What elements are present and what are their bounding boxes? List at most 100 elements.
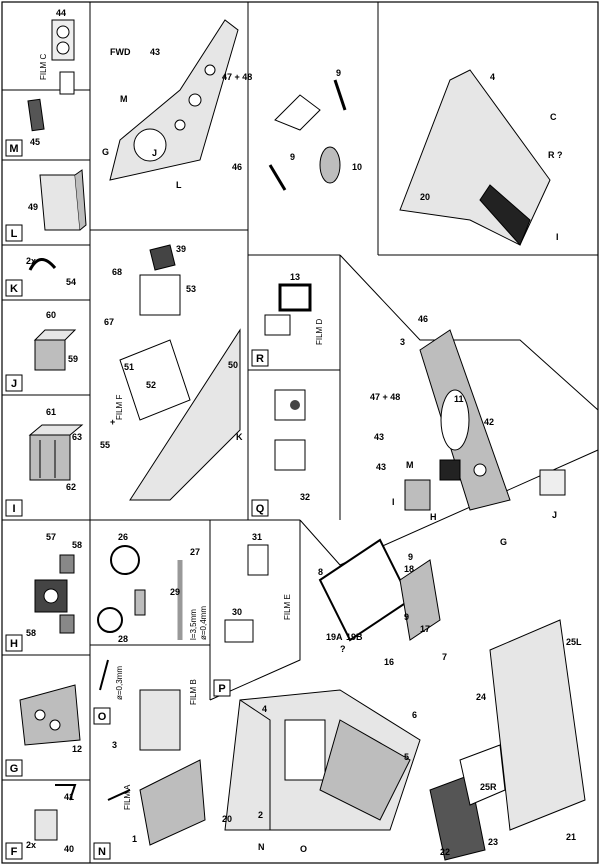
panel-4-art: 4 C R ? 20 I (399, 69, 563, 246)
part-28-label: 28 (118, 634, 128, 644)
part-6-label: 6 (412, 710, 417, 720)
section-p-art: 30 31 FILM E (224, 532, 292, 643)
section-j-art: 60 59 (33, 310, 78, 371)
part-1-label: 1 (132, 834, 137, 844)
part-46-label-mid: 46 (418, 314, 428, 324)
section-r-badge: R (251, 349, 269, 367)
panel-3-assembly: 3 46 47 + 48 43 43 42 11 M I H G J (370, 314, 566, 547)
part-19b-label: 19B (346, 632, 363, 642)
part-43-label-mid-a: 43 (374, 432, 384, 442)
section-o-letter: O (98, 711, 107, 723)
part-16-label: 16 (384, 657, 394, 667)
section-r-letter: R (256, 353, 264, 365)
section-m-art: 45 44 FILM C (27, 8, 75, 147)
part-50-label: 50 (228, 360, 238, 370)
section-n-badge: N (93, 842, 111, 860)
parts-9-10-art: 9 9 10 (268, 68, 362, 191)
part-19a-label: 19A (326, 632, 343, 642)
film-b-label: FILM B (189, 679, 198, 705)
l-callout-top: L (176, 180, 182, 190)
part-4-label: 4 (490, 72, 495, 82)
i-callout-mid: I (392, 497, 395, 507)
part-10-label: 10 (352, 162, 362, 172)
part-32-label: 32 (300, 492, 310, 502)
question-mark-label: ? (340, 644, 346, 654)
frame-panel-top: FWD 43 47 + 48 46 M G J L (102, 19, 252, 190)
o-callout: O (300, 844, 307, 854)
part-18-label: 18 (404, 564, 414, 574)
part-55-label: 55 (100, 440, 110, 450)
section-g-letter: G (10, 763, 19, 775)
part-12-label: 12 (72, 744, 82, 754)
part-9-label-c: 9 (408, 552, 413, 562)
part-44-label: 44 (56, 8, 66, 18)
h-callout-mid: H (430, 512, 437, 522)
section-h-art: 57 58 58 (26, 532, 82, 638)
part-52-label: 52 (146, 380, 156, 390)
part-30-label: 30 (232, 607, 242, 617)
section-m-letter: M (9, 143, 18, 155)
section-k-assembly: 55 + FILM F 51 52 67 68 39 53 50 K (100, 244, 243, 501)
n-callout: N (258, 842, 265, 852)
part-8-label: 8 (318, 567, 323, 577)
section-f-art: 2x 40 41 (26, 784, 77, 854)
part-57-label: 57 (46, 532, 56, 542)
m-callout-top: M (120, 94, 128, 104)
section-j-badge: J (5, 374, 23, 392)
m-callout-mid: M (406, 460, 414, 470)
k-callout: K (236, 432, 243, 442)
part-58-label-a: 58 (72, 540, 82, 550)
j-callout-top: J (152, 148, 157, 158)
rod-length-label: l=3,5mm (189, 609, 198, 640)
rod-diameter-label: ø=0,4mm (199, 606, 208, 640)
section-i-art: 61 62 63 (28, 407, 84, 492)
part-9-label-b: 9 (290, 152, 295, 162)
section-n-art: 1 3 FILM A FILM B (107, 679, 206, 846)
part-67-label: 67 (104, 317, 114, 327)
part-3-label: 3 (400, 337, 405, 347)
part-61-label: 61 (46, 407, 56, 417)
part-58-label-b: 58 (26, 628, 36, 638)
part-25r-label: 25R (480, 782, 497, 792)
part-29-label: 29 (170, 587, 180, 597)
section-m-badge: M (5, 139, 23, 157)
part-63-label: 63 (72, 432, 82, 442)
section-l-art: 49 (28, 169, 87, 231)
part-13-label: 13 (290, 272, 300, 282)
part-2-label: 2 (258, 810, 263, 820)
section-q-art: 32 (274, 389, 310, 502)
part-27-label: 27 (190, 547, 200, 557)
part-43-label-mid-b: 43 (376, 462, 386, 472)
film-c-label: FILM C (39, 54, 48, 80)
part-5-label: 5 (404, 752, 409, 762)
part-39-label: 39 (176, 244, 186, 254)
fwd-label: FWD (110, 47, 131, 57)
section-i-letter: I (12, 503, 15, 515)
section-o-art: 26 27 28 29 l=3,5mm ø=0,4mm ø=0,3mm (97, 532, 208, 700)
section-j-letter: J (11, 378, 17, 390)
part-43-label-top: 43 (150, 47, 160, 57)
part-4-label-bottom: 4 (262, 704, 267, 714)
section-k-letter: K (10, 283, 18, 295)
part-47-48-label-mid: 47 + 48 (370, 392, 400, 402)
part-3-label-n: 3 (112, 740, 117, 750)
part-24-label: 24 (476, 692, 486, 702)
section-g-art: 12 (19, 684, 82, 754)
part-59-label: 59 (68, 354, 78, 364)
part-7-label: 7 (442, 652, 447, 662)
g-callout-top: G (102, 147, 109, 157)
part-53-label: 53 (186, 284, 196, 294)
j-callout-mid: J (552, 510, 557, 520)
part-11-label: 11 (454, 394, 464, 404)
part-31-label: 31 (252, 532, 262, 542)
part-45-label: 45 (30, 137, 40, 147)
r-callout: R ? (548, 150, 563, 160)
part-23-label: 23 (488, 837, 498, 847)
plus-label: + (110, 417, 115, 427)
f-qty-label: 2x (26, 840, 36, 850)
g-callout-mid: G (500, 537, 507, 547)
film-f-label: FILM F (115, 395, 124, 420)
section-p-badge: P (213, 679, 231, 697)
wire-diameter-label: ø=0,3mm (115, 666, 124, 700)
